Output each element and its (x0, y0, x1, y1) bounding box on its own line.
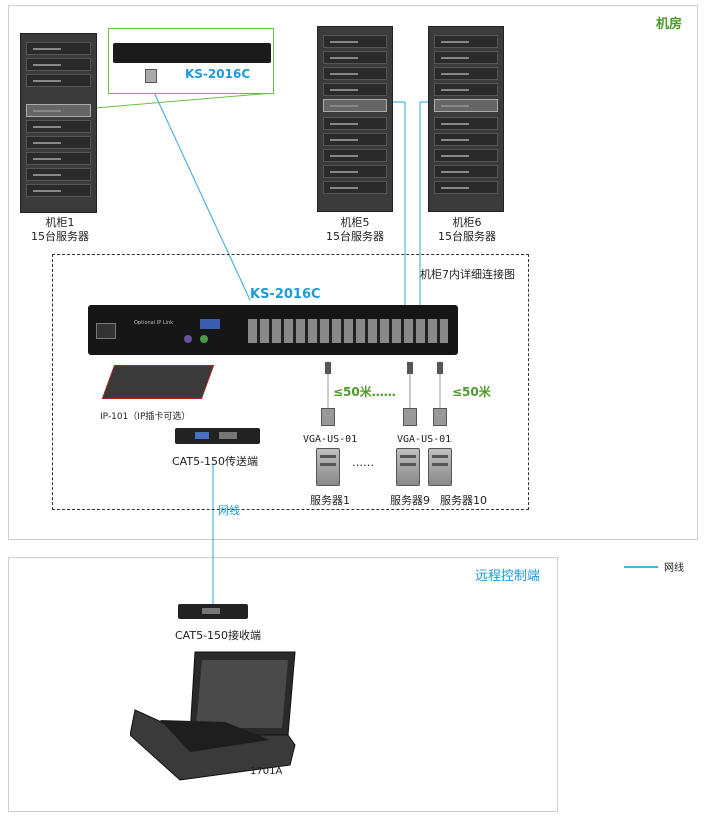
machine-room-title: 机房 (656, 17, 683, 32)
machine-room-zone (8, 5, 698, 540)
kvm-port-strip (248, 319, 448, 343)
server-1-label: 服务器1 (310, 494, 350, 507)
rack-6-label: 机柜6 15台服务器 (438, 216, 496, 243)
legend-label: 网线 (664, 563, 684, 574)
cat5-rx-label: CAT5-150接收端 (175, 629, 262, 642)
kvm-top-dongle (145, 69, 157, 83)
vga-module-1 (321, 408, 335, 426)
rack7-detail-title: 机柜7内详细连接图 (420, 268, 515, 281)
cat5-rx-device (178, 604, 248, 619)
zoom-line (94, 92, 274, 109)
ip-card (101, 365, 215, 399)
distance-label-1: ≤50米…… (333, 385, 396, 399)
kvm-power-socket (96, 323, 116, 339)
kvm-top-label: KS-2016C (185, 67, 251, 81)
vga-label-1: VGA-US-01 (303, 434, 358, 445)
rack-6 (428, 26, 504, 212)
remote-title: 远程控制端 (475, 569, 541, 584)
server-10-label: 服务器10 (440, 494, 487, 507)
kvm-panel-text: Optional IP Link (134, 320, 174, 326)
rack-5 (317, 26, 393, 212)
kvm-ps2-port (184, 335, 192, 343)
kvm-main-label: KS-2016C (250, 287, 321, 302)
cable-rack1-to-kvm (151, 87, 251, 301)
cat5-tx-device (175, 428, 260, 444)
legend-line (624, 566, 658, 568)
distance-label-2: ≤50米 (452, 385, 491, 399)
server-9-icon (396, 448, 420, 486)
rack-1-label: 机柜1 15台服务器 (31, 216, 89, 243)
ip-card-label: IP-101（IP插卡可选） (100, 412, 191, 422)
vga-label-2: VGA-US-01 (397, 434, 452, 445)
plug-9 (407, 362, 413, 374)
plug-1 (325, 362, 331, 374)
kvm-ps2-port-2 (200, 335, 208, 343)
remote-zone (8, 557, 558, 812)
rack-1 (20, 33, 97, 213)
plug-10 (437, 362, 443, 374)
kvm-main-device: Optional IP Link (88, 305, 458, 355)
console-1701a (130, 651, 296, 781)
cat5-tx-label: CAT5-150传送端 (172, 455, 259, 468)
console-label: 1701A (250, 766, 283, 777)
cable-label: 网线 (218, 504, 240, 517)
rack-5-label: 机柜5 15台服务器 (326, 216, 384, 243)
server-9-label: 服务器9 (390, 494, 430, 507)
server-1-icon (316, 448, 340, 486)
kvm-top-device (113, 43, 271, 63)
server-10-icon (428, 448, 452, 486)
kvm-vga-port (200, 319, 220, 329)
rack7-detail-box (52, 254, 529, 510)
vga-module-9 (403, 408, 417, 426)
kvm-zoom-box: KS-2016C (108, 28, 274, 94)
dots-label: …… (352, 456, 374, 469)
vga-module-10 (433, 408, 447, 426)
